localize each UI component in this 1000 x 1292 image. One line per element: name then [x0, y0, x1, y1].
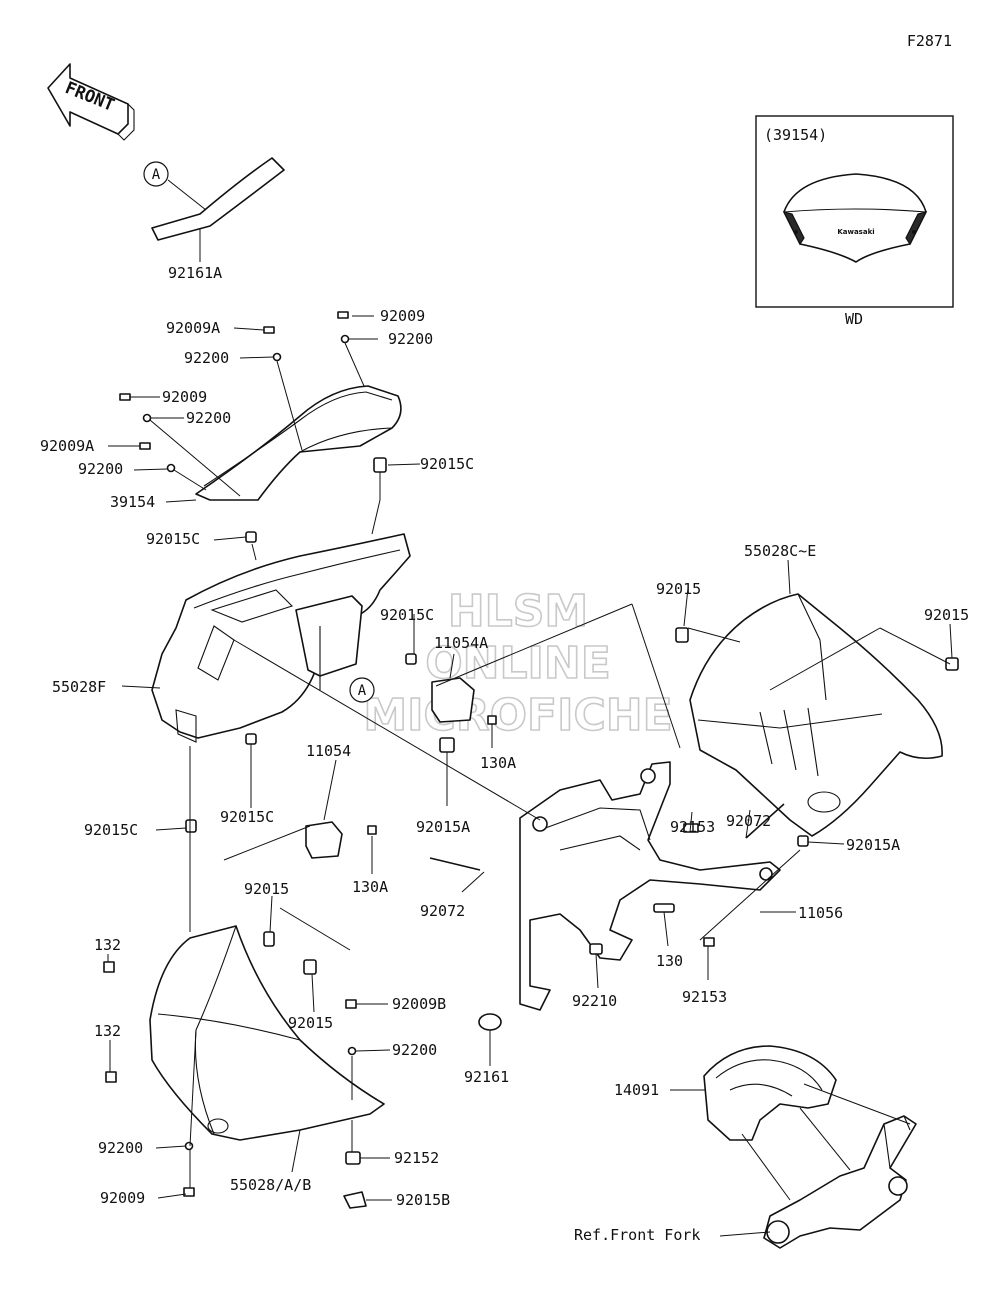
- part-label: 92161: [464, 1068, 509, 1086]
- upper-fairing-part: [151, 533, 411, 743]
- part-label: 92015A: [846, 836, 900, 854]
- svg-text:A: A: [358, 683, 367, 699]
- part-label: 11056: [798, 904, 843, 922]
- part-label: 92015: [656, 580, 701, 598]
- part-label: 92015: [244, 880, 289, 898]
- part-label: 92015A: [416, 818, 470, 836]
- figure-id: F2871: [907, 32, 952, 50]
- part-label: 92015C: [84, 821, 138, 839]
- assembly-lines: [149, 342, 951, 1201]
- part-label: 92152: [394, 1149, 439, 1167]
- inset-title: (39154): [764, 126, 827, 144]
- steering-stem-part: [763, 1115, 917, 1249]
- part-label: 130A: [480, 754, 516, 772]
- part-label: 92161A: [168, 264, 222, 282]
- part-label: 92072: [420, 902, 465, 920]
- part-label: 92072: [726, 812, 771, 830]
- part-label: 11054A: [434, 634, 488, 652]
- lower-cowl-part: [149, 925, 385, 1141]
- part-label: 92009: [380, 307, 425, 325]
- part-label: 11054: [306, 742, 351, 760]
- part-label: 92200: [388, 330, 433, 348]
- inset-caption: WD: [845, 310, 863, 328]
- part-label: 92153: [682, 988, 727, 1006]
- part-label: 132: [94, 936, 121, 954]
- trim-strip-part: [151, 157, 285, 241]
- inset-windshield-variant: (39154) Kawasaki WD: [755, 115, 954, 328]
- front-arrow-icon: FRONT: [47, 63, 135, 141]
- part-label: 132: [94, 1022, 121, 1040]
- part-labels: 92161A 92009A 92200 92009 92200 92009 92…: [40, 264, 969, 1244]
- inset-frame: [755, 115, 954, 308]
- part-label: 92015C: [146, 530, 200, 548]
- part-label: 92200: [392, 1041, 437, 1059]
- svg-text:HLSM: HLSM: [448, 586, 588, 637]
- fairing-stay-part: [519, 761, 781, 1011]
- callout-a-top: A: [143, 161, 169, 187]
- part-label: 92009: [100, 1189, 145, 1207]
- windshield-part: [195, 385, 402, 501]
- part-label: 130A: [352, 878, 388, 896]
- part-label: 130: [656, 952, 683, 970]
- callout-a-fairing: A: [349, 677, 375, 703]
- part-label: 92015C: [380, 606, 434, 624]
- inset-logo: Kawasaki: [837, 228, 874, 236]
- part-label: 92009: [162, 388, 207, 406]
- watermark: HLSM ONLINE MICROFICHE: [363, 585, 674, 742]
- part-label: 92009A: [166, 319, 220, 337]
- part-label: 92210: [572, 992, 617, 1010]
- svg-text:A: A: [152, 167, 161, 183]
- part-label: 92015: [288, 1014, 333, 1032]
- part-label: 92009B: [392, 995, 446, 1013]
- part-label: 92200: [78, 460, 123, 478]
- hardware-group: [103, 311, 959, 1209]
- part-label: 55028/A/B: [230, 1176, 311, 1194]
- part-label: 55028C~E: [744, 542, 816, 560]
- leader-lines: [107, 179, 953, 1237]
- part-label: 39154: [110, 493, 155, 511]
- inner-cover-part: [703, 1045, 837, 1141]
- part-label: 92015B: [396, 1191, 450, 1209]
- part-label: 92015C: [220, 808, 274, 826]
- part-label: 92015: [924, 606, 969, 624]
- side-cover-part: [689, 593, 943, 837]
- part-label: 14091: [614, 1081, 659, 1099]
- part-label: 92015C: [420, 455, 474, 473]
- part-label: 92200: [184, 349, 229, 367]
- part-label: 92153: [670, 818, 715, 836]
- svg-text:MICROFICHE: MICROFICHE: [363, 690, 672, 741]
- part-label: 92200: [186, 409, 231, 427]
- part-label: 55028F: [52, 678, 106, 696]
- part-label: 92009A: [40, 437, 94, 455]
- part-label: 92200: [98, 1139, 143, 1157]
- ref-note: Ref.Front Fork: [574, 1226, 700, 1244]
